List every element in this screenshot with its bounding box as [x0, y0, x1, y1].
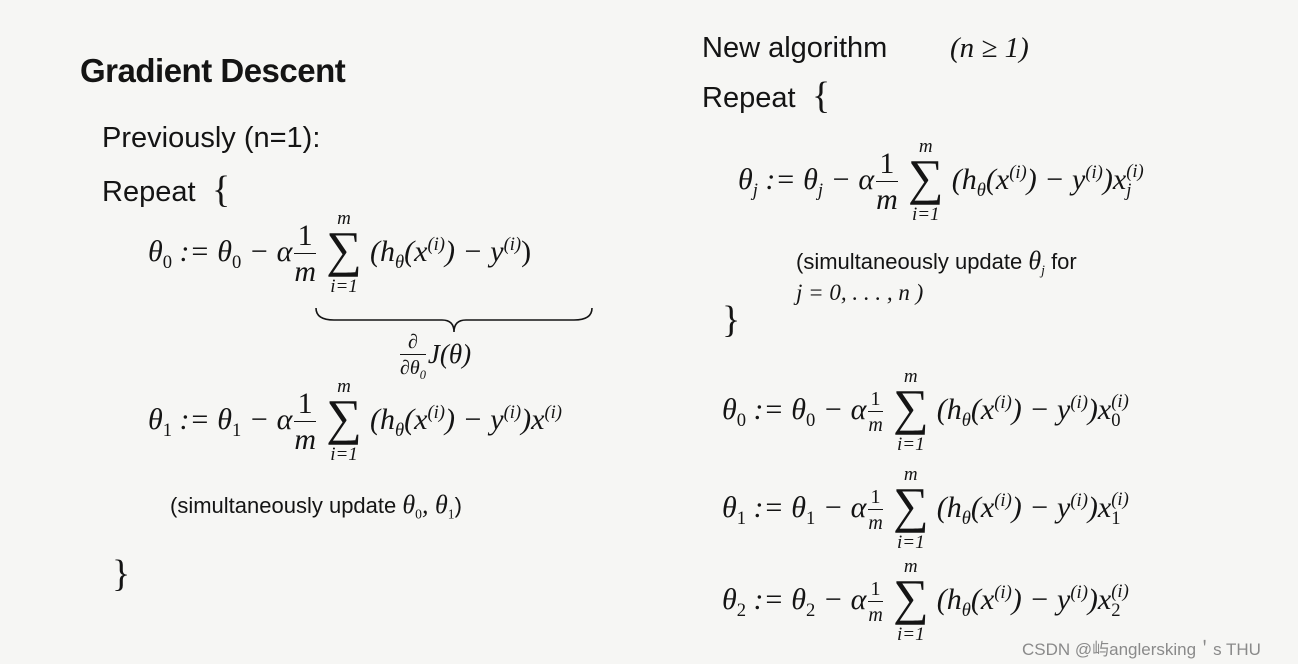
j-range: j = 0, . . . , n ) — [796, 280, 924, 305]
simultaneous-update-note-right: (simultaneously update θj for — [796, 246, 1077, 278]
open-brace-left: { — [212, 169, 231, 211]
underbrace — [315, 307, 593, 333]
repeat-label-left: Repeat — [102, 176, 196, 208]
new-algorithm-title: New algorithm — [702, 32, 888, 64]
close-brace-right: } — [722, 299, 741, 341]
watermark: CSDN @屿anglersking＇s THU — [1022, 640, 1261, 659]
previously-label: Previously (n=1): — [102, 122, 321, 154]
close-brace-left: } — [112, 553, 131, 595]
slide-title: Gradient Descent — [80, 52, 346, 89]
repeat-label-right: Repeat — [702, 82, 796, 114]
n-condition: (n ≥ 1) — [950, 32, 1029, 64]
simultaneous-update-note-left: (simultaneously update θ0, θ1) — [170, 490, 462, 522]
open-brace-right: { — [812, 75, 831, 117]
